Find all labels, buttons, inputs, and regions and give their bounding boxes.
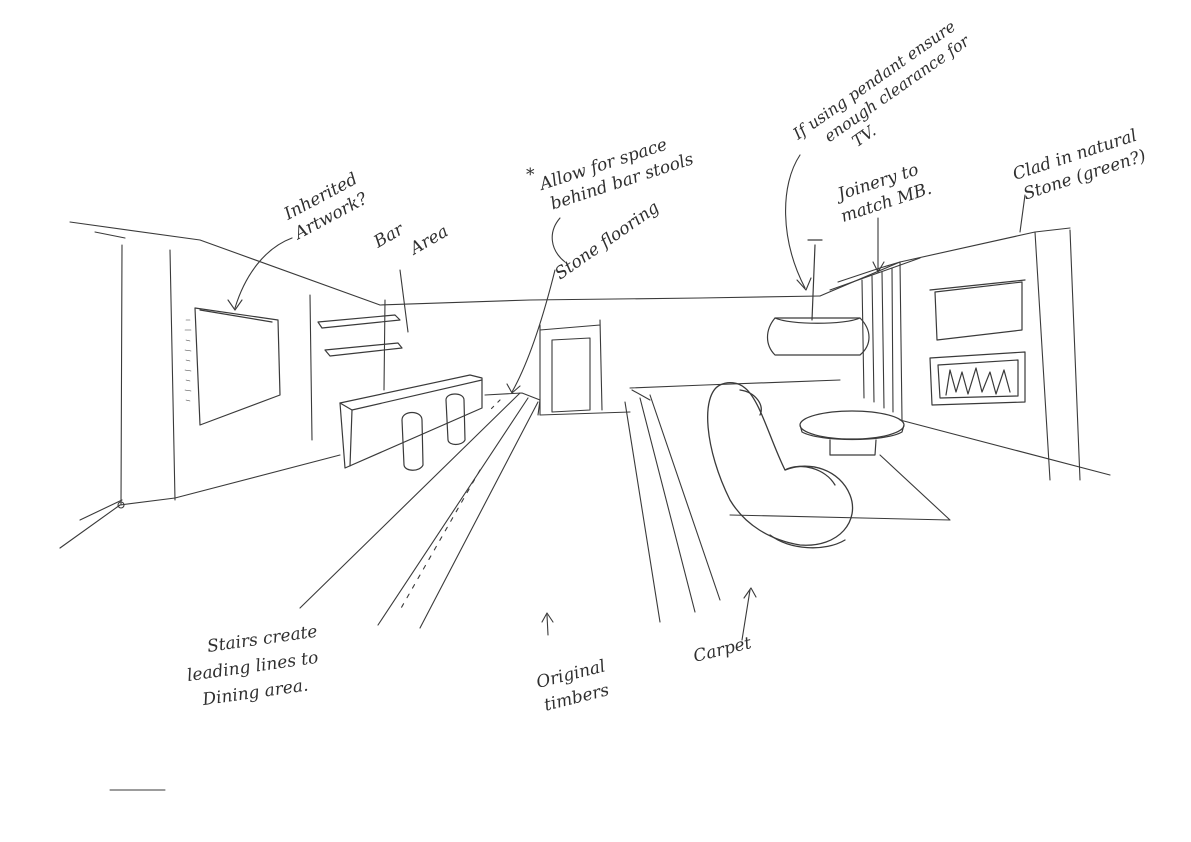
right-wall-edge-3 — [1069, 229, 1081, 481]
skirting-dot — [117, 501, 125, 509]
bar-stool — [445, 393, 466, 446]
pendant-light — [766, 239, 870, 356]
coffee-table — [799, 410, 905, 456]
carpet-area — [624, 379, 951, 623]
note-clad-stone: Clad in natural Stone (green?) — [1010, 124, 1151, 206]
right-ceiling-line — [819, 227, 1071, 297]
joinery-slat — [891, 267, 894, 413]
right-ceiling-line-2 — [829, 257, 921, 291]
left-floor-line — [59, 454, 341, 549]
left-wall-inner — [309, 294, 313, 441]
arrow-bar — [399, 269, 409, 333]
note-bar-area: Bar Area — [370, 201, 452, 274]
bar-area — [317, 314, 483, 471]
note-joinery: Joinery to match MB. — [832, 158, 935, 227]
arrow-stone — [511, 269, 556, 393]
note-carpet: Carpet — [691, 633, 753, 667]
note-inherited-artwork: Inherited Artwork? — [279, 167, 376, 245]
arrow-artwork — [234, 237, 293, 309]
left-ceiling-line — [69, 221, 381, 306]
left-floor-line-2 — [79, 499, 123, 521]
curved-chair — [707, 381, 854, 549]
back-door-frame — [551, 337, 591, 413]
left-ceiling-line-2 — [94, 231, 126, 239]
bar-stool — [401, 411, 424, 471]
tv-unit — [929, 279, 1026, 341]
note-allow-space: Allow for space behind bar stools — [535, 128, 696, 216]
note-stone-flooring: Stone flooring — [551, 197, 663, 284]
joinery-slat — [881, 271, 885, 409]
arrow-carpet — [741, 589, 751, 641]
back-doorway — [539, 319, 603, 416]
right-floor-line — [899, 419, 1111, 476]
arrow-allow-space — [551, 217, 566, 263]
arrow-original — [546, 614, 549, 636]
joinery-slat — [871, 275, 875, 403]
note-original-timbers: Original timbers — [534, 655, 618, 716]
room-structure — [59, 221, 1111, 549]
joinery-top — [837, 261, 901, 283]
bar-counter — [339, 374, 483, 469]
arrow-clad — [1019, 194, 1026, 233]
back-floor-line — [539, 411, 631, 416]
fireplace — [929, 351, 1026, 406]
joinery-slat — [861, 279, 865, 399]
stairs-leading-lines — [299, 392, 541, 629]
inherited-artwork — [184, 307, 281, 426]
note-stairs: Stairs create leading lines to Dining ar… — [182, 621, 331, 712]
note-pendant-clearance: If using pendant ensure enough clearance… — [789, 12, 989, 177]
annotation-arrows — [227, 154, 1026, 641]
left-wall-edge — [120, 244, 123, 506]
bar-shelf — [324, 342, 403, 357]
bar-counter-front — [349, 409, 353, 467]
right-wall-edge — [899, 261, 903, 421]
right-wall-edge-2 — [1034, 231, 1051, 481]
left-column-edge — [169, 249, 176, 501]
back-wall-top-line — [379, 295, 821, 306]
artwork-hatch — [184, 319, 192, 402]
bar-shelf — [317, 314, 401, 329]
annotations: Inherited Artwork? Bar Area * Allow for … — [182, 12, 1151, 716]
left-wall-back — [383, 299, 386, 391]
note-allow-space-mark: * — [526, 165, 535, 185]
arrow-pendant — [785, 154, 806, 289]
